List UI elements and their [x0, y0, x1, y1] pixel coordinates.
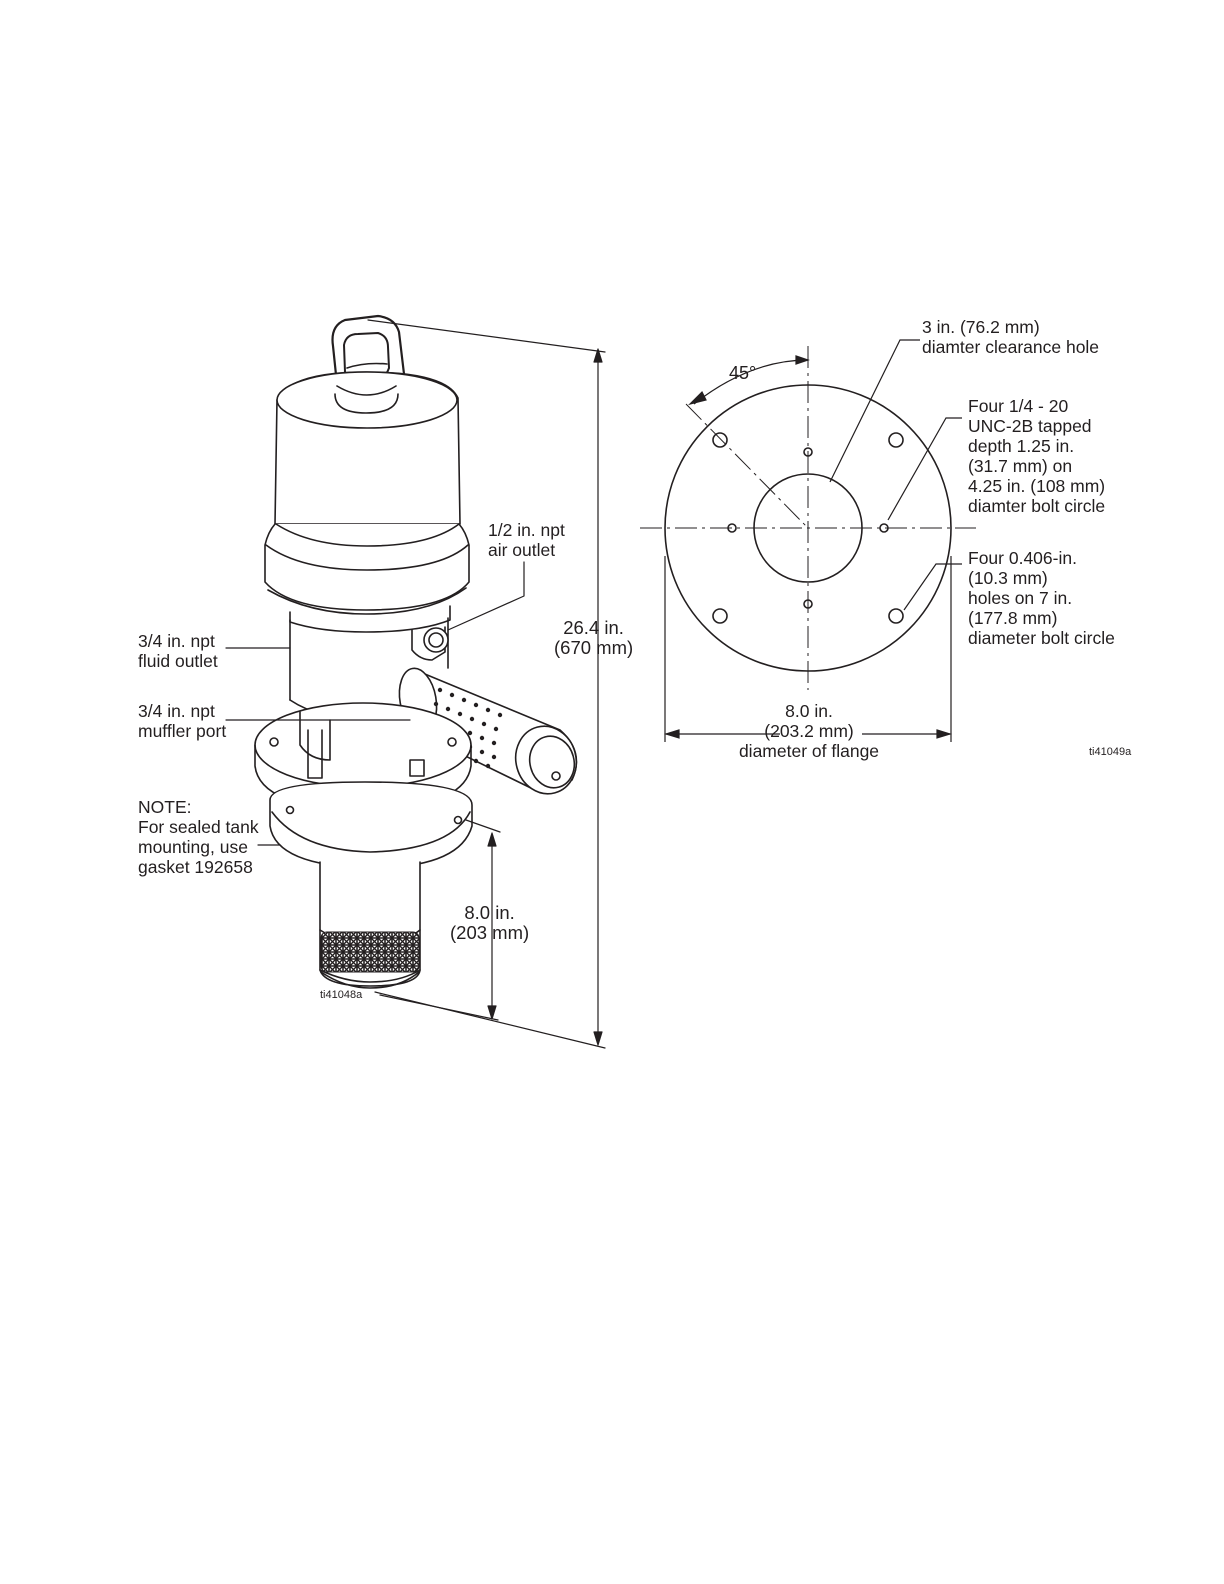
bolt-holes-large: [712, 432, 904, 624]
gasket: [269, 781, 473, 869]
gasket-note: NOTE: For sealed tank mounting, use gask…: [138, 797, 259, 877]
tapped-holes-label: Four 1/4 - 20 UNC-2B tapped depth 1.25 i…: [968, 396, 1106, 516]
tube-length-dimension: [379, 819, 501, 1021]
tapped-holes: [727, 447, 889, 609]
figure-id-left: ti41048a: [320, 989, 363, 1001]
flange-diameter-dimension: [663, 556, 953, 742]
fluid-outlet-label: 3/4 in. npt fluid outlet: [138, 631, 218, 671]
air-outlet-label: 1/2 in. npt air outlet: [488, 520, 565, 560]
angle-label: 45°: [729, 363, 757, 383]
tube-length-label: 8.0 in. (203 mm): [450, 902, 530, 943]
pump-tube: [319, 861, 421, 989]
figure-id-right: ti41049a: [1089, 746, 1132, 758]
centerlines: [640, 346, 976, 690]
air-motor-cover: [264, 371, 470, 633]
right-leaders: [829, 339, 962, 611]
angle-indicator: [685, 355, 810, 529]
flange-diameter-label: 8.0 in. (203.2 mm) diameter of flange: [738, 701, 880, 761]
muffler: [398, 667, 578, 795]
muffler-port-label: 3/4 in. npt muffler port: [138, 701, 227, 741]
left-leaders: [225, 561, 525, 846]
knurled-strainer: [320, 931, 420, 973]
thru-holes-label: Four 0.406-in. (10.3 mm) holes on 7 in. …: [968, 548, 1115, 648]
overall-height-label: 26.4 in. (670 mm): [554, 617, 634, 658]
height-dimension: [367, 319, 606, 1049]
clearance-hole-label: 3 in. (76.2 mm) diamter clearance hole: [922, 317, 1100, 357]
mounting-flange: [254, 702, 472, 811]
